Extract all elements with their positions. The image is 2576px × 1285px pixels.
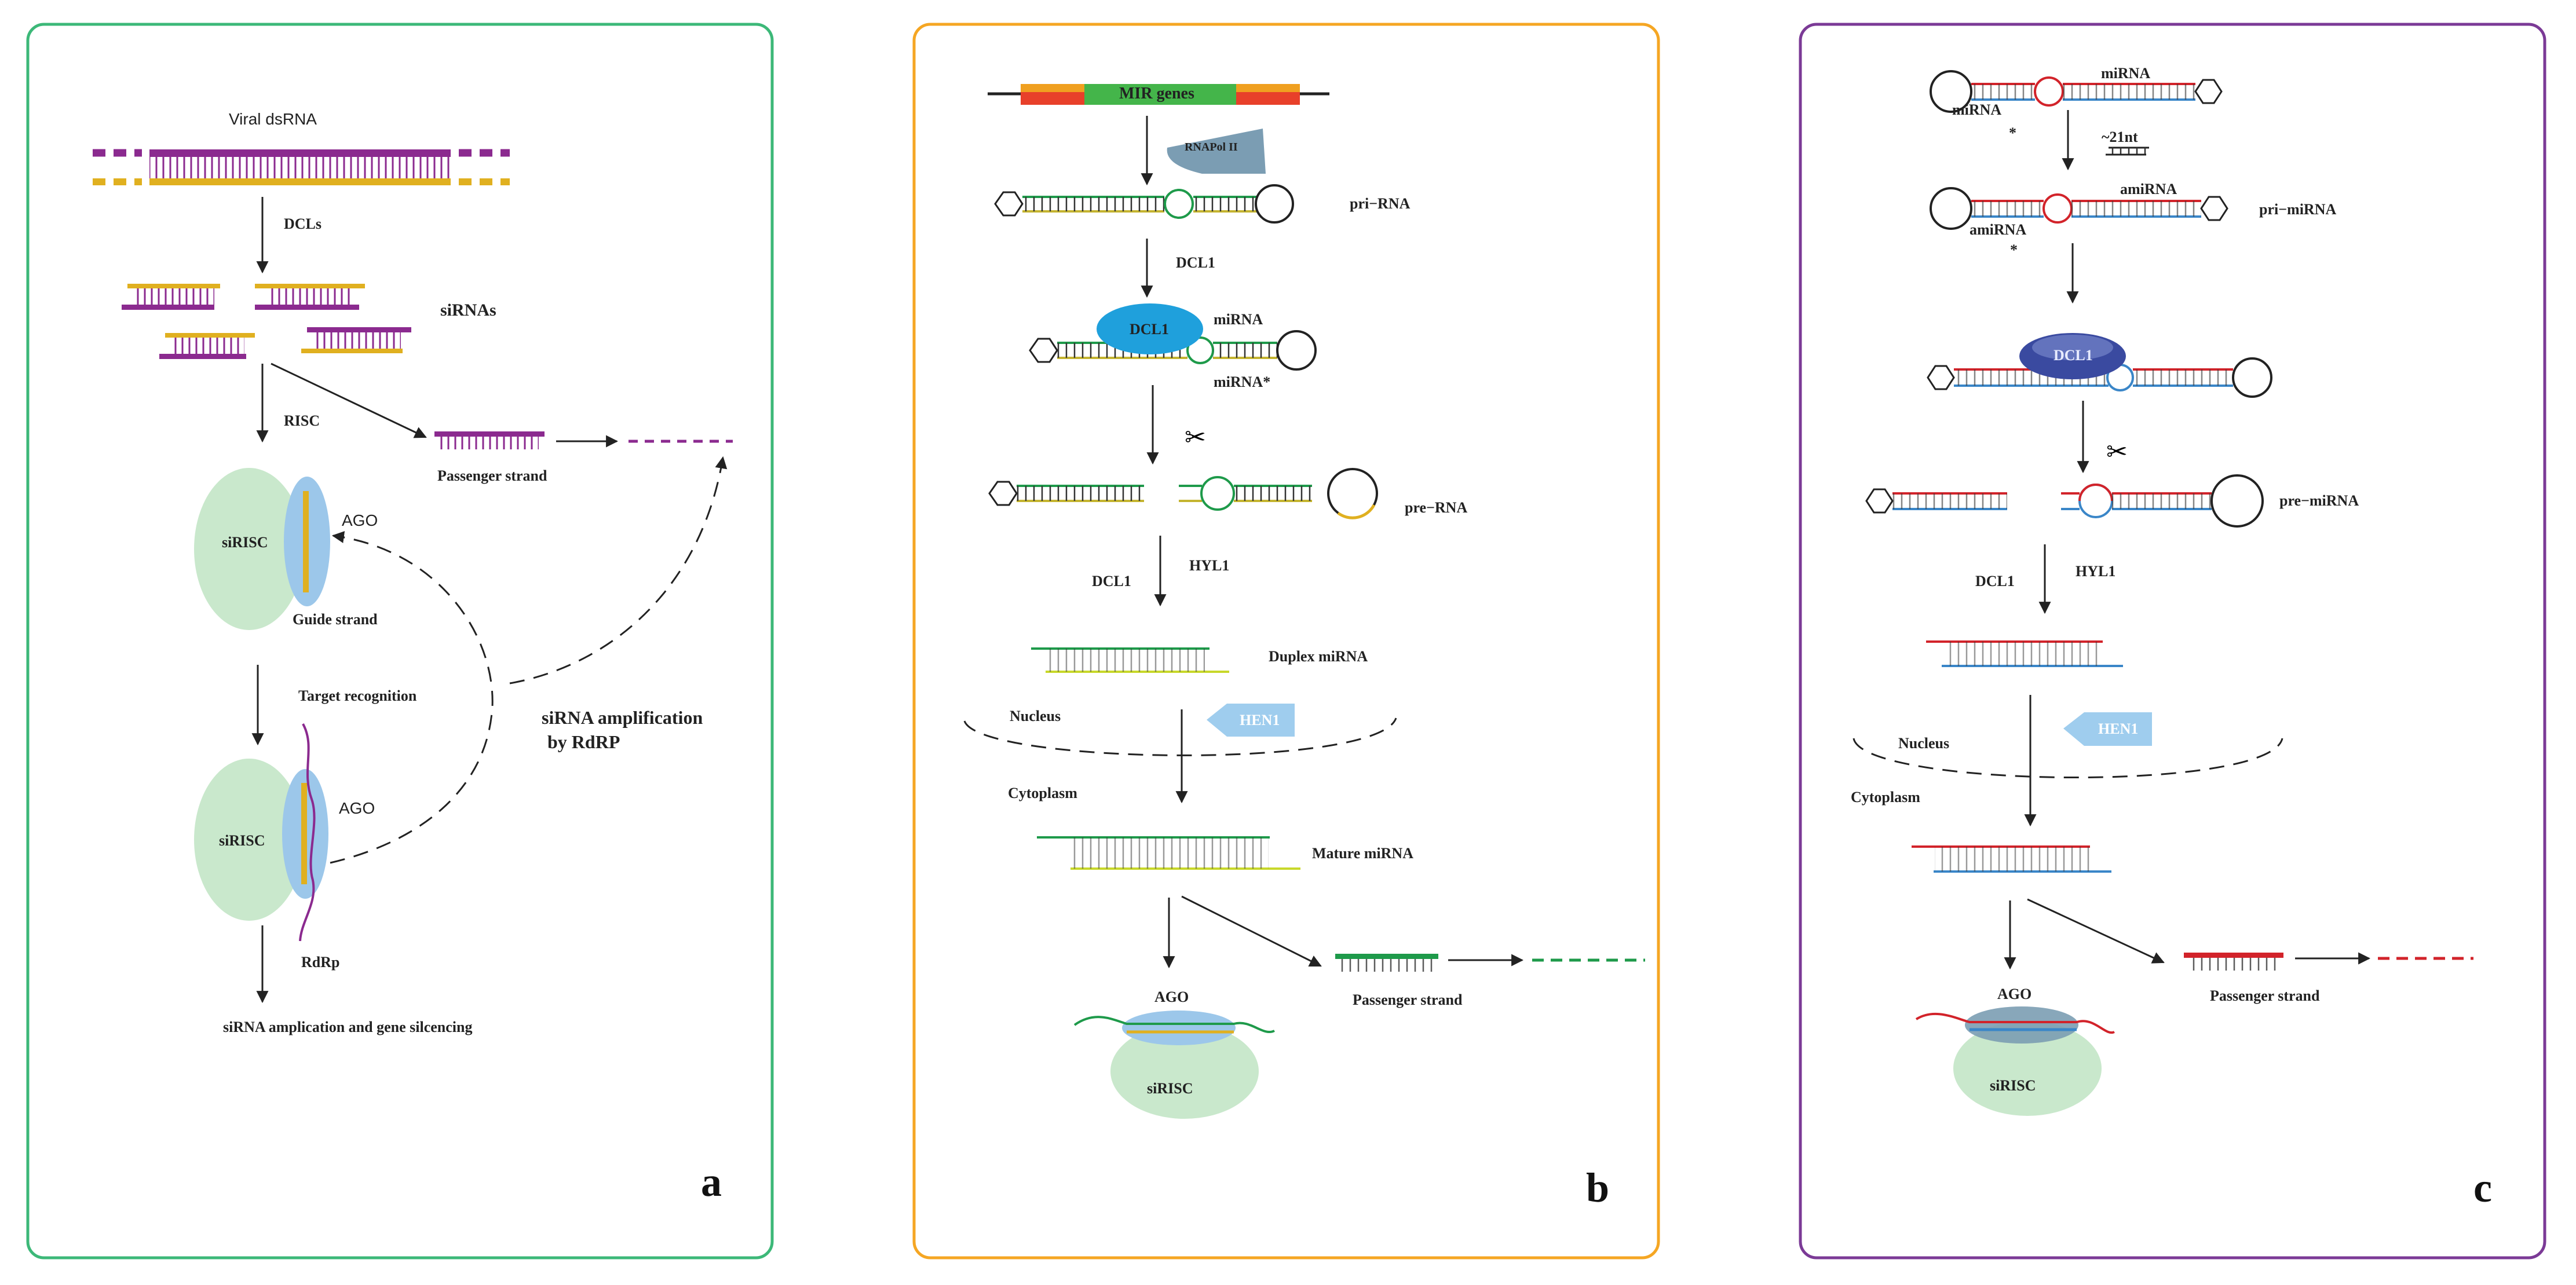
dcl1-processing-c [1927,333,2272,398]
mini-duplex-c [2106,147,2149,156]
sirna-duplexes [122,284,411,359]
panel-c-letter: c [2473,1165,2492,1211]
cytoplasm-label-b: Cytoplasm [1008,785,1077,801]
passenger-strand-b [1335,954,1438,972]
panel-c: miRNA miRNA * ~21nt amiRNA amiRNA * pri−… [1799,23,2546,1260]
mirna-label-b: miRNA [1214,311,1263,328]
rdrp-label: RdRp [301,954,339,971]
ago-label-c: AGO [1997,986,2031,1002]
nucleus-boundary-b [963,717,1397,756]
star-2: * [2010,241,2018,258]
risc-complex-c [1915,1006,2115,1116]
panel-a-letter: a [701,1159,722,1205]
scissors-icon-c: ✂ [2106,438,2128,466]
arrow-passenger-a [271,363,427,438]
passenger-strand-a [434,431,545,449]
panel-b-letter: b [1586,1165,1609,1211]
dcl1-blob-b: DCL1 [1130,321,1169,338]
passenger-label-c: Passenger strand [2210,987,2320,1004]
mirna-star-b: miRNA* [1214,374,1270,390]
mature-c [1912,845,2111,873]
hen1-label-c: HEN1 [2098,720,2138,737]
sirnas-label: siRNAs [440,301,496,320]
final-label: siRNA amplication and gene silcencing [223,1019,472,1035]
panel-a: Viral dsRNA DCLs [26,23,774,1260]
duplex-label: Duplex miRNA [1269,648,1368,665]
pre-mirna-label: pre−miRNA [2279,492,2359,509]
hyl1-c: HYL1 [2076,563,2115,580]
dcl1-blob-c: DCL1 [2054,347,2093,364]
dcl1-2-c: DCL1 [1975,573,2015,590]
amplification-loop-1 [330,531,494,864]
amp-label-2: by RdRP [547,731,620,752]
viral-dsrna [93,149,510,185]
mature-label: Mature miRNA [1312,845,1413,862]
panel-c-frame [1799,23,2546,1260]
risc-label: RISC [284,412,320,429]
ago-label-2: AGO [339,799,375,817]
amirna-label: amiRNA [2120,181,2177,197]
hen1-label-b: HEN1 [1240,712,1280,728]
pre-mirna-c [1865,474,2264,528]
target-label: Target recognition [298,687,417,704]
pre-rna-label: pre−RNA [1405,499,1467,516]
panel-a-frame [26,23,774,1260]
mirna-left-label: miRNA [1952,101,2001,118]
sirisc-complex-1 [194,468,330,630]
sirisc-complex-2 [194,723,328,942]
hen1-shape-b [1207,704,1295,737]
sirisc-label-b: siRISC [1147,1080,1193,1097]
cytoplasm-label-c: Cytoplasm [1851,789,1920,806]
guide-label: Guide strand [293,611,378,628]
passenger-strand-c [2184,953,2283,971]
amirna-left-label: amiRNA [1970,221,2026,238]
sirisc-label-1: siRISC [222,534,268,551]
panel-b: MIR genes RNAPol II pri−RNA DCL1 [912,23,1660,1260]
duplex-mirna-b [1031,647,1229,673]
pri-mirna-c [1930,187,2228,230]
hyl1-b: HYL1 [1189,557,1229,574]
amp-label-1: siRNA amplification [542,707,703,728]
nucleus-boundary-c [1852,738,2283,778]
hen1-shape-c [2063,712,2152,746]
risc-complex-b [1073,1011,1275,1119]
mirna-top-label: miRNA [2101,65,2150,82]
rnapol-label: RNAPol II [1185,141,1238,153]
arrow-passenger-b [1181,895,1322,967]
star-1: * [2009,125,2016,141]
arrow-passenger-c [2027,898,2165,964]
scissors-icon-b: ✂ [1185,423,1206,452]
nucleus-label-c: Nucleus [1898,735,1949,752]
mirna-hairpin-top [1930,70,2223,113]
nucleus-label-b: Nucleus [1010,708,1061,724]
viral-dsrna-label: Viral dsRNA [229,110,317,128]
ago-label-1: AGO [342,511,378,529]
dcls-label: DCLs [284,215,321,232]
mature-mirna-b [1037,836,1300,870]
mir-gene [988,84,1329,105]
pre-rna-pieces [988,468,1378,519]
dcl1-processing-b [1029,303,1317,371]
nt-label: ~21nt [2102,129,2138,145]
panel-b-frame [912,23,1660,1260]
pri-mirna-label: pri−miRNA [2259,201,2336,218]
sirisc-label-2: siRISC [219,832,265,849]
pri-rna-hairpin [994,184,1294,224]
duplex-c [1926,640,2123,667]
ago-label-b: AGO [1154,989,1189,1005]
passenger-label-a: Passenger strand [437,467,547,484]
pri-rna-label: pri−RNA [1350,195,1411,212]
sirisc-label-c: siRISC [1990,1077,2036,1094]
dcl1-2-b: DCL1 [1092,573,1131,590]
passenger-label-b: Passenger strand [1353,991,1463,1008]
rnapol-shape [1167,129,1266,174]
mir-genes-label: MIR genes [1119,85,1194,102]
amplification-loop-2 [509,456,728,684]
dcl1-label-b: DCL1 [1176,254,1215,271]
